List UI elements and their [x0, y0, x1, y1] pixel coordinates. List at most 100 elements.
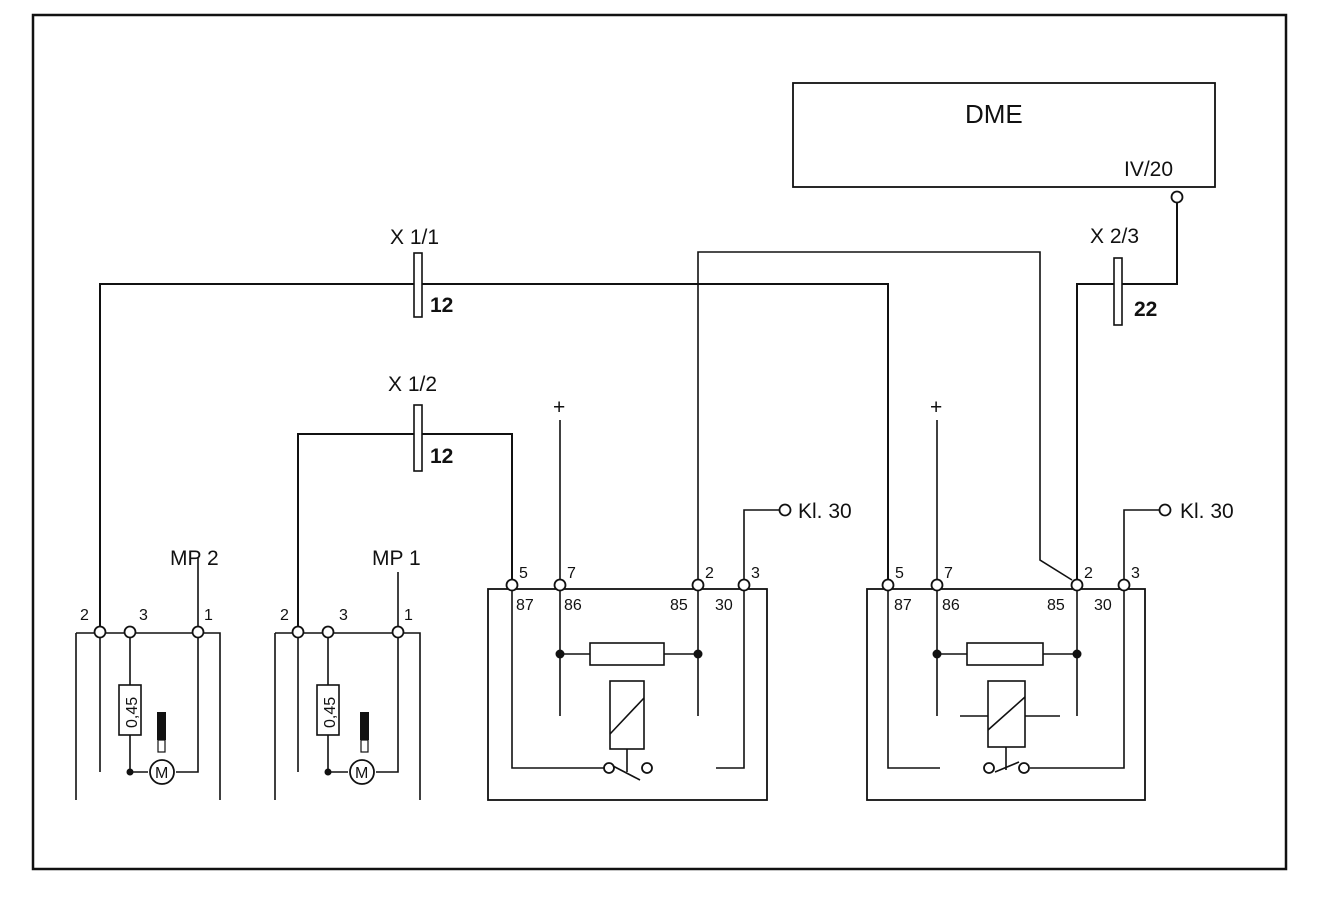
- relay-right-pin-5: 5: [895, 565, 904, 582]
- wire-x1-2: [297, 433, 513, 626]
- relay-left-dot-85: [693, 649, 703, 659]
- wire-dme: [1076, 203, 1178, 580]
- mp1-brush-tip: [360, 739, 369, 753]
- relay-right-dot-86: [932, 649, 942, 659]
- mp2-pin-1: 1: [204, 607, 213, 624]
- relay-left-pin-3: 3: [751, 565, 760, 582]
- mp1-brush-block: [360, 712, 369, 740]
- relay-right-box: [866, 588, 1146, 801]
- relay-right-contact-b: [1018, 762, 1030, 774]
- relay-left-terminal-5: [505, 578, 519, 592]
- mp1-internal-wires: [297, 638, 399, 773]
- dme-terminal: [1170, 190, 1184, 204]
- connector-x1-1: X 1/1 12: [390, 226, 453, 318]
- mp1-terminal-1: [391, 625, 405, 639]
- relay-right-dot-85: [1072, 649, 1082, 659]
- relay-left-pin-5: 5: [519, 565, 528, 582]
- relay-left-contact-a: [603, 762, 615, 774]
- mp2-label: MP 2: [170, 547, 219, 570]
- wire-x1-1: [99, 283, 889, 626]
- mp1-junction-dot: [324, 768, 332, 776]
- relay-right-terminal-5: [881, 578, 895, 592]
- wire-85-cross: [697, 251, 1073, 581]
- wire-kl30-right: [1123, 509, 1160, 580]
- relay-left-plus: +: [553, 396, 565, 419]
- relay-left: 5 7 2 3 87 86 85 30: [487, 565, 768, 801]
- mp1-pin-2: 2: [280, 607, 289, 624]
- relay-left-label-87: 87: [516, 597, 534, 614]
- kl30-right-terminal: [1158, 503, 1172, 517]
- mp1-motor: [349, 759, 375, 785]
- relay-left-pin-2: 2: [705, 565, 714, 582]
- mp2-junction-dot: [126, 768, 134, 776]
- relay-right-pin-3: 3: [1131, 565, 1140, 582]
- relay-right-terminal-2: [1070, 578, 1084, 592]
- relay-left-pin-7: 7: [567, 565, 576, 582]
- mp2-internal-wires: [99, 638, 199, 773]
- mp1-label: MP 1: [372, 547, 421, 570]
- relay-right-coil-resistor: [966, 642, 1044, 666]
- relay-right-pin-7: 7: [944, 565, 953, 582]
- mp2-resistor: [118, 684, 142, 736]
- mp1-motor-symbol: M: [355, 765, 368, 782]
- relay-right-label-86: 86: [942, 597, 960, 614]
- connector-x2-3-pin: 22: [1134, 298, 1157, 321]
- dme-unit: DME IV/20: [792, 82, 1216, 204]
- mp2-terminal-1: [191, 625, 205, 639]
- relay-left-dot-86: [555, 649, 565, 659]
- relay-left-kl30: Kl. 30: [798, 500, 852, 523]
- relay-right-coil-slash: [987, 696, 1026, 731]
- mp2-resistor-value: 0,45: [124, 697, 141, 728]
- relay-left-terminal-3: [737, 578, 751, 592]
- connector-x1-2-name: X 1/2: [388, 373, 437, 396]
- mp1-pin-1: 1: [404, 607, 413, 624]
- connector-x2-3-name: X 2/3: [1090, 225, 1139, 248]
- relay-left-terminal-2: [691, 578, 705, 592]
- mp2-pin-3: 3: [139, 607, 148, 624]
- relay-right-plus: +: [930, 396, 942, 419]
- relay-left-label-30: 30: [715, 597, 733, 614]
- mp2-terminal-3: [123, 625, 137, 639]
- relay-right-label-87: 87: [894, 597, 912, 614]
- relay-right-switch-arm: [994, 761, 1020, 773]
- relay-left-contact-b: [641, 762, 653, 774]
- connector-x2-3-block: [1113, 257, 1123, 326]
- relay-left-switch-arm: [612, 765, 641, 781]
- relay-left-coil-resistor: [589, 642, 665, 666]
- relay-left-terminal-7: [553, 578, 567, 592]
- connector-x1-1-name: X 1/1: [390, 226, 439, 249]
- connector-x1-2: X 1/2 12: [388, 373, 453, 472]
- mp1-resistor-value: 0,45: [322, 697, 339, 728]
- dme-box: [792, 82, 1216, 188]
- relay-right-pin-2: 2: [1084, 565, 1093, 582]
- mp1-pin-3: 3: [339, 607, 348, 624]
- relay-right-terminal-3: [1117, 578, 1131, 592]
- relay-left-label-86: 86: [564, 597, 582, 614]
- mp2-motor: [149, 759, 175, 785]
- relay-right-kl30: Kl. 30: [1180, 500, 1234, 523]
- mp2-pin-2: 2: [80, 607, 89, 624]
- mp2-terminal-2: [93, 625, 107, 639]
- relay-right-contact-a: [983, 762, 995, 774]
- kl30-left-terminal: [778, 503, 792, 517]
- mp2-brush-tip: [157, 739, 166, 753]
- mp1-terminal-2: [291, 625, 305, 639]
- relay-right: 5 7 2 3 87 86 85 30: [866, 565, 1146, 801]
- connector-x1-2-block: [413, 404, 423, 472]
- relay-left-box: [487, 588, 768, 801]
- wire-kl30-left: [743, 509, 780, 580]
- wires: [99, 203, 1178, 626]
- dme-pin-label: IV/20: [1124, 158, 1173, 181]
- dme-title: DME: [965, 99, 1023, 129]
- diagram-frame: [31, 13, 1288, 871]
- mp1-resistor: [316, 684, 340, 736]
- mp1-terminal-3: [321, 625, 335, 639]
- relay-left-label-85: 85: [670, 597, 688, 614]
- relay-right-label-85: 85: [1047, 597, 1065, 614]
- connector-x1-1-pin: 12: [430, 294, 453, 317]
- connector-x1-2-pin: 12: [430, 445, 453, 468]
- relay-right-label-30: 30: [1094, 597, 1112, 614]
- motor-unit-mp2: MP 2 2 3 1 0,45 M: [75, 547, 221, 800]
- relay-left-coil-slash: [609, 697, 645, 735]
